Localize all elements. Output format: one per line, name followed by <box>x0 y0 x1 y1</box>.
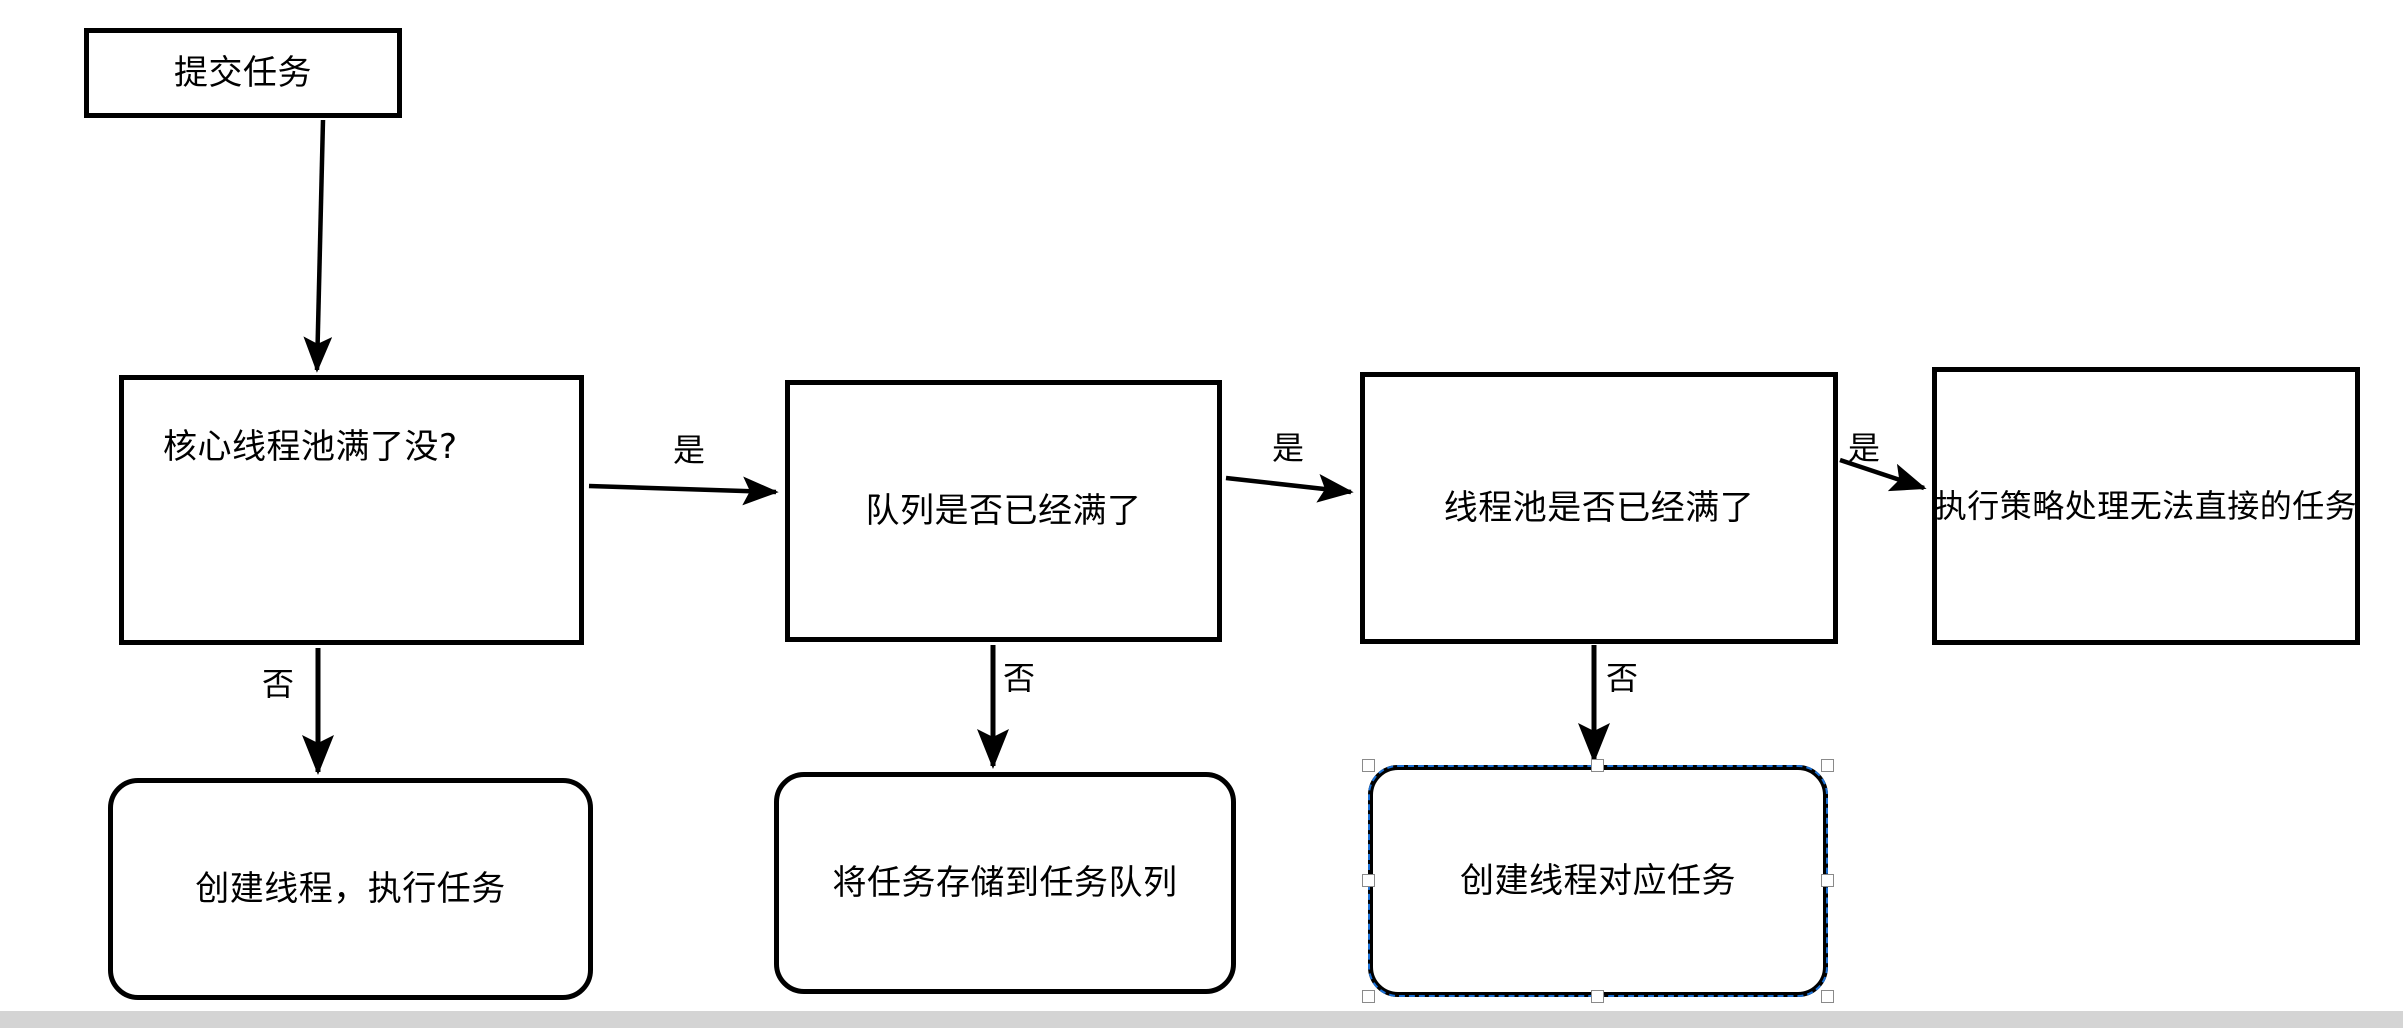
selection-handle-sw[interactable] <box>1362 990 1375 1003</box>
edge-queue-to-pool[interactable] <box>1225 473 1354 503</box>
node-label: 执行策略处理无法直接的任务 <box>1934 487 2358 525</box>
selection-handle-s[interactable] <box>1591 990 1604 1003</box>
selection-handle-se[interactable] <box>1821 990 1834 1003</box>
node-submit-task[interactable]: 提交任务 <box>84 28 402 118</box>
selection-handle-nw[interactable] <box>1362 759 1375 772</box>
edge-label-core-to-create: 否 <box>262 665 295 703</box>
horizontal-scrollbar[interactable] <box>0 1011 2403 1028</box>
edge-label-pool-to-create-task: 否 <box>1606 659 1639 697</box>
edge-core-to-queue[interactable] <box>588 476 779 506</box>
node-queue-full[interactable]: 队列是否已经满了 <box>785 380 1222 642</box>
node-core-pool-full[interactable]: 核心线程池满了没? <box>119 375 584 645</box>
scrollbar-thumb[interactable] <box>0 1012 2403 1027</box>
edge-label-queue-to-store: 否 <box>1003 659 1036 697</box>
node-label: 核心线程池满了没? <box>163 427 458 467</box>
selection-handle-ne[interactable] <box>1821 759 1834 772</box>
selection-handle-e[interactable] <box>1821 874 1834 887</box>
node-label: 线程池是否已经满了 <box>1443 487 1755 528</box>
node-create-thread-for-task[interactable]: 创建线程对应任务 <box>1368 765 1828 997</box>
node-label: 创建线程，执行任务 <box>195 868 506 909</box>
selection-handle-w[interactable] <box>1362 874 1375 887</box>
node-store-to-queue[interactable]: 将任务存储到任务队列 <box>774 772 1236 994</box>
edge-submit-to-core[interactable] <box>303 119 333 373</box>
node-pool-full[interactable]: 线程池是否已经满了 <box>1360 372 1838 644</box>
node-label: 队列是否已经满了 <box>865 490 1142 531</box>
edge-label-pool-to-reject: 是 <box>1848 429 1881 467</box>
node-reject-policy[interactable]: 执行策略处理无法直接的任务 <box>1932 367 2360 645</box>
node-create-thread-run[interactable]: 创建线程，执行任务 <box>108 778 593 1000</box>
edge-label-queue-to-pool: 是 <box>1272 429 1305 467</box>
selection-handle-n[interactable] <box>1591 759 1604 772</box>
node-label: 将任务存储到任务队列 <box>832 862 1178 903</box>
node-label: 提交任务 <box>174 52 312 93</box>
edge-label-core-to-queue: 是 <box>673 431 706 469</box>
node-label: 创建线程对应任务 <box>1460 860 1736 901</box>
